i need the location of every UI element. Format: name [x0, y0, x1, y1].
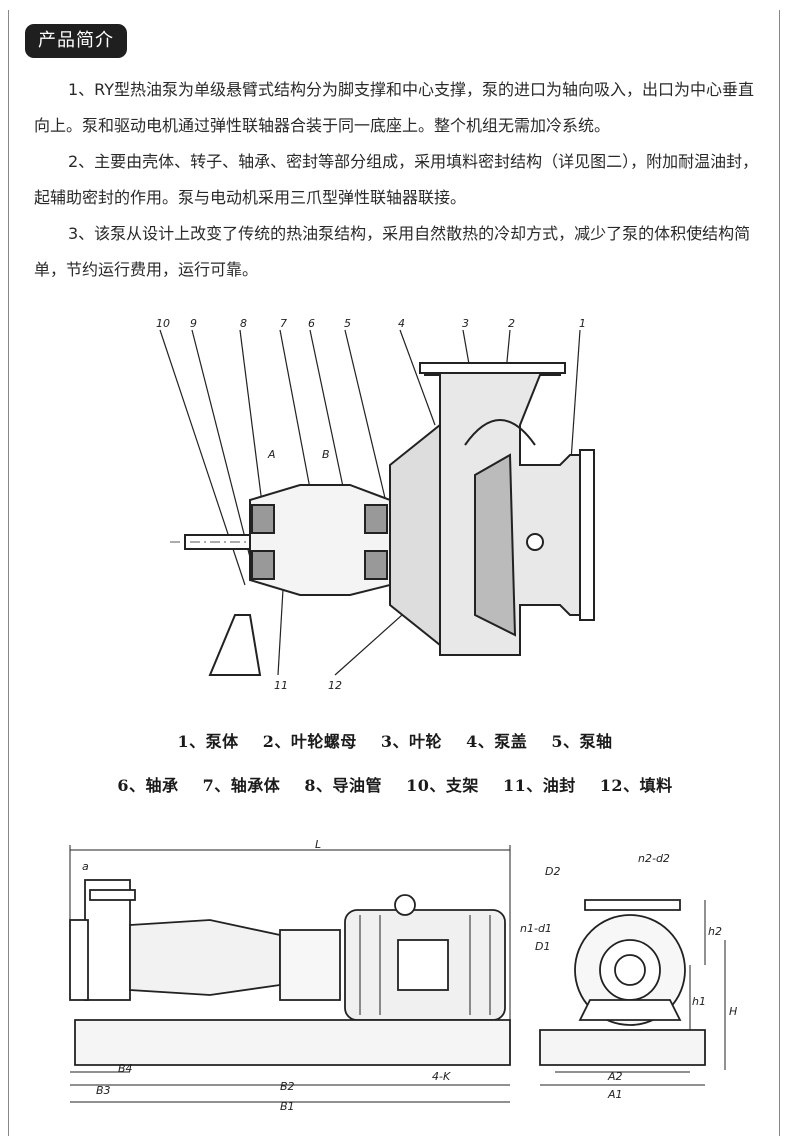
svg-text:A: A	[267, 448, 276, 461]
svg-text:D1: D1	[535, 940, 550, 953]
svg-text:a: a	[82, 860, 89, 873]
content-frame	[8, 10, 780, 1136]
svg-text:A2: A2	[607, 1070, 623, 1083]
parts-legend-item: 4、泵盖	[466, 732, 528, 751]
svg-text:n2-d2: n2-d2	[638, 852, 670, 865]
paragraph-1: 1、RY型热油泵为单级悬臂式结构分为脚支撑和中心支撑，泵的进口为轴向吸入，出口为…	[34, 80, 755, 135]
svg-text:2: 2	[508, 317, 515, 330]
svg-text:B1: B1	[280, 1100, 295, 1113]
svg-text:h1: h1	[692, 995, 706, 1008]
svg-text:11: 11	[274, 679, 288, 692]
svg-text:A1: A1	[607, 1088, 623, 1101]
paragraph-3: 3、该泵从设计上改变了传统的热油泵结构，采用自然散热的冷却方式，减少了泵的体积使…	[34, 224, 751, 279]
parts-legend-item: 2、叶轮螺母	[262, 732, 357, 751]
svg-text:B3: B3	[96, 1084, 111, 1097]
svg-text:3: 3	[462, 317, 469, 330]
part-number-labels: 10 9 8 7 6 5 4 3 2 1 11 12 A B	[156, 317, 586, 692]
svg-text:6: 6	[308, 317, 315, 330]
parts-legend-line-2: 6、轴承 7、轴承体 8、导油管 10、支架 11、油封 12、填料	[0, 772, 790, 796]
paragraph-2: 2、主要由壳体、转子、轴承、密封等部分组成，采用填料密封结构（详见图二），附加耐…	[34, 152, 759, 207]
pump-cross-section-diagram: 10 9 8 7 6 5 4 3 2 1 11 12 A B	[156, 317, 595, 692]
svg-text:12: 12	[328, 679, 342, 692]
parts-legend-item: 10、支架	[406, 776, 479, 795]
section-title-badge: 产品简介	[25, 24, 127, 58]
svg-text:9: 9	[190, 317, 197, 330]
parts-legend-item: 5、泵轴	[551, 732, 613, 751]
parts-legend-item: 8、导油管	[304, 776, 382, 795]
parts-legend-item: 11、油封	[502, 776, 576, 795]
parts-legend-item: 12、填料	[599, 776, 673, 795]
svg-text:7: 7	[280, 317, 287, 330]
svg-text:1: 1	[579, 317, 586, 330]
svg-text:4-K: 4-K	[432, 1070, 451, 1083]
pump-dimension-diagram: L a B4 B3 B2 B1 4-K D2 D1 n2-d2 n1-d1 h2…	[69, 840, 737, 1113]
dimension-lines	[69, 845, 726, 1103]
dimension-labels: L a B4 B3 B2 B1 4-K D2 D1 n2-d2 n1-d1 h2…	[82, 840, 737, 1113]
svg-text:H: H	[729, 1005, 737, 1018]
svg-text:n1-d1: n1-d1	[520, 922, 552, 935]
svg-text:5: 5	[344, 317, 351, 330]
svg-text:4: 4	[398, 317, 405, 330]
parts-legend-item: 1、泵体	[177, 732, 239, 751]
parts-legend-item: 6、轴承	[117, 776, 179, 795]
parts-legend-item: 7、轴承体	[202, 776, 281, 795]
svg-text:h2: h2	[708, 925, 722, 938]
svg-text:L: L	[315, 840, 321, 851]
svg-text:B4: B4	[118, 1062, 133, 1075]
parts-legend-item: 3、叶轮	[380, 732, 443, 751]
svg-text:B: B	[322, 448, 330, 461]
svg-text:8: 8	[240, 317, 247, 330]
svg-text:D2: D2	[545, 865, 560, 878]
parts-legend-line-1: 1、泵体 2、叶轮螺母 3、叶轮 4、泵盖 5、泵轴	[0, 728, 790, 752]
svg-text:10: 10	[156, 317, 170, 330]
svg-text:B2: B2	[280, 1080, 295, 1093]
